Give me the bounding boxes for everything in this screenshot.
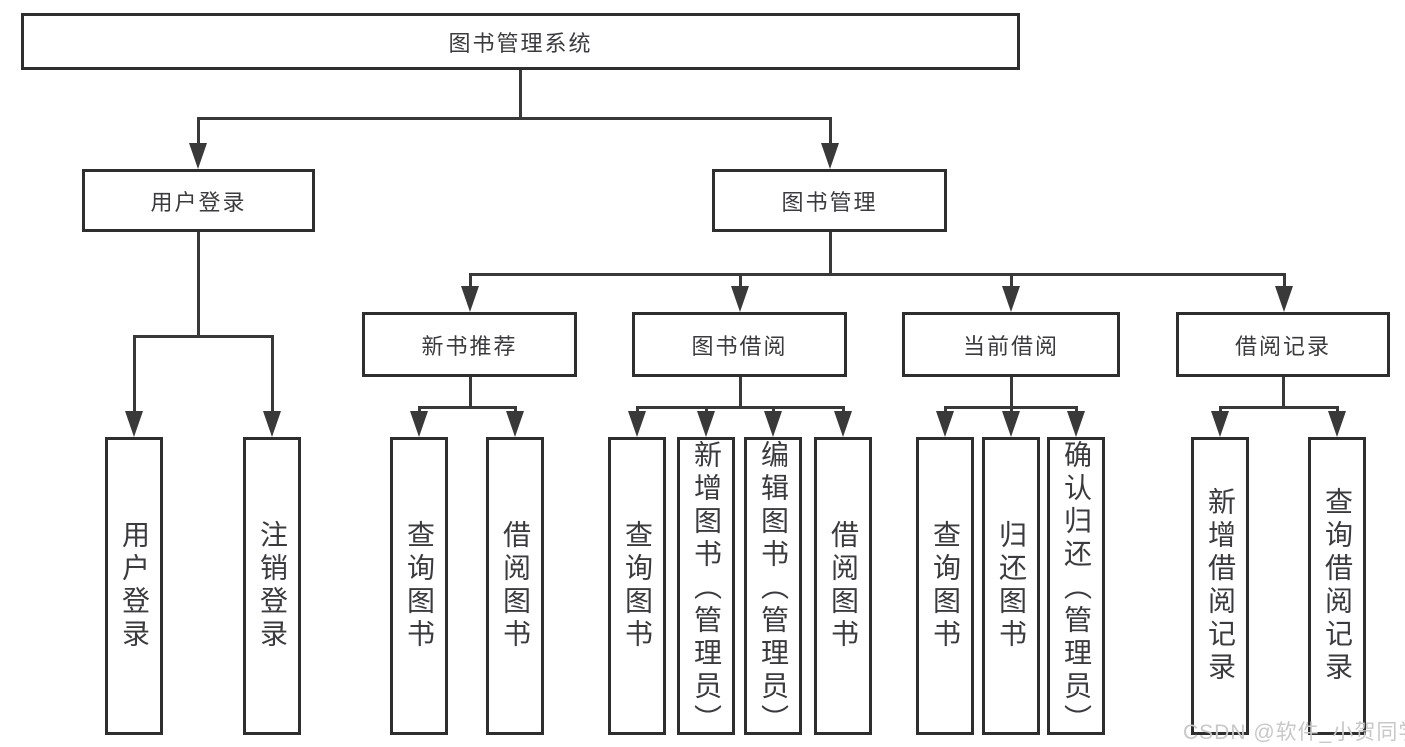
node-root-label: 图书管理系统 <box>448 30 593 56</box>
connector-line <box>197 232 200 335</box>
leaf-logout: 注销登录 <box>243 437 301 735</box>
leaf-newbook-borrow-books: 借阅图书 <box>486 437 544 735</box>
leaf-records-query-record: 查询借阅记录 <box>1308 437 1366 735</box>
connector-line <box>469 273 1286 276</box>
connector-line <box>418 406 517 409</box>
node-borrowing-records: 借阅记录 <box>1176 312 1390 377</box>
connector-line <box>197 117 200 147</box>
leaf-borrow-borrow-books: 借阅图书 <box>814 437 872 735</box>
leaf-logout-label: 注销登录 <box>257 520 288 652</box>
leaf-borrow-query-books-label: 查询图书 <box>622 520 653 652</box>
leaf-borrow-query-books: 查询图书 <box>608 437 666 735</box>
leaf-records-query-record-label: 查询借阅记录 <box>1322 487 1353 685</box>
connector-line <box>829 117 832 147</box>
node-borrowing-records-label: 借阅记录 <box>1234 333 1331 359</box>
arrowhead-down <box>1002 286 1020 312</box>
leaf-current-confirm-return-admin: 确认归还（管理员） <box>1047 437 1105 737</box>
leaf-borrow-edit-books-admin: 编辑图书（管理员） <box>744 437 802 737</box>
leaf-newbook-borrow-books-label: 借阅图书 <box>500 520 531 652</box>
connector-line <box>829 232 832 273</box>
connector-line <box>133 335 274 338</box>
arrowhead-down <box>125 411 143 437</box>
leaf-current-query-books-label: 查询图书 <box>930 520 961 652</box>
leaf-current-return-books-label: 归还图书 <box>996 520 1027 652</box>
leaf-borrow-edit-books-admin-label: 编辑图书（管理员） <box>758 440 789 737</box>
arrowhead-down <box>1002 411 1020 437</box>
node-current-borrowing-label: 当前借阅 <box>962 333 1059 359</box>
arrowhead-down <box>461 286 479 312</box>
arrowhead-down <box>263 411 281 437</box>
arrowhead-down <box>1328 411 1346 437</box>
arrowhead-down <box>410 411 428 437</box>
node-book-management-label: 图书管理 <box>781 189 878 215</box>
connector-line <box>271 335 274 415</box>
connector-line <box>1010 273 1013 289</box>
arrowhead-down <box>628 411 646 437</box>
leaf-user-login: 用户登录 <box>105 437 163 735</box>
node-book-borrowing-label: 图书借阅 <box>691 333 788 359</box>
arrowhead-down <box>834 411 852 437</box>
leaf-borrow-add-books-admin: 新增图书（管理员） <box>677 437 735 737</box>
node-book-borrowing: 图书借阅 <box>632 312 847 377</box>
leaf-records-add-record: 新增借阅记录 <box>1191 437 1249 735</box>
connector-line <box>739 377 742 406</box>
arrowhead-down <box>821 143 839 169</box>
arrowhead-down <box>189 143 207 169</box>
node-user-login: 用户登录 <box>82 169 315 232</box>
connector-line <box>739 273 742 289</box>
connector-line <box>1282 377 1285 406</box>
leaf-borrow-borrow-books-label: 借阅图书 <box>828 520 859 652</box>
leaf-records-add-record-label: 新增借阅记录 <box>1205 487 1236 685</box>
connector-line <box>469 377 472 406</box>
arrowhead-down <box>506 411 524 437</box>
arrowhead-down <box>764 411 782 437</box>
leaf-newbook-query-books-label: 查询图书 <box>404 520 435 652</box>
node-current-borrowing: 当前借阅 <box>902 312 1120 377</box>
connector-line <box>133 335 136 415</box>
connector-line <box>636 406 845 409</box>
connector-line <box>469 273 472 289</box>
connector-line <box>1283 273 1286 289</box>
leaf-borrow-add-books-admin-label: 新增图书（管理员） <box>691 440 722 737</box>
node-user-login-label: 用户登录 <box>150 189 247 215</box>
connector-line <box>1010 377 1013 406</box>
leaf-current-confirm-return-admin-label: 确认归还（管理员） <box>1061 440 1092 737</box>
arrowhead-down <box>1211 411 1229 437</box>
leaf-current-return-books: 归还图书 <box>982 437 1040 735</box>
leaf-user-login-label: 用户登录 <box>119 520 150 652</box>
arrowhead-down <box>697 411 715 437</box>
arrowhead-down <box>936 411 954 437</box>
node-new-book-recommend-label: 新书推荐 <box>421 333 518 359</box>
arrowhead-down <box>731 286 749 312</box>
connector-line <box>519 70 522 117</box>
arrowhead-down <box>1067 411 1085 437</box>
connector-line <box>1219 406 1339 409</box>
leaf-newbook-query-books: 查询图书 <box>390 437 448 735</box>
node-new-book-recommend: 新书推荐 <box>362 312 577 377</box>
csdn-watermark: CSDN @软件_小贺同学 <box>1183 721 1405 744</box>
arrowhead-down <box>1275 286 1293 312</box>
node-book-management: 图书管理 <box>712 169 947 232</box>
node-root: 图书管理系统 <box>21 13 1020 70</box>
leaf-current-query-books: 查询图书 <box>916 437 974 735</box>
connector-line <box>197 117 832 120</box>
